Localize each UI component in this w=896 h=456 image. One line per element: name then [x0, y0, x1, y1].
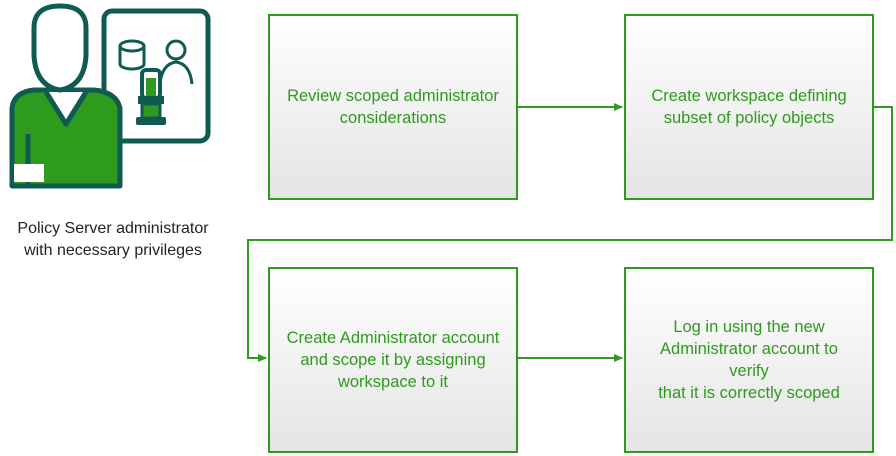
person-head	[31, 3, 89, 93]
step-review-considerations: Review scoped administrator consideratio…	[268, 14, 518, 200]
administrator-person-icon	[9, 3, 211, 189]
step-2-text: Create workspace defining subset of poli…	[651, 87, 847, 127]
database-icon	[118, 39, 146, 71]
person-body	[9, 87, 123, 189]
step-create-workspace: Create workspace defining subset of poli…	[624, 14, 874, 200]
small-user-icon	[158, 39, 194, 85]
step-4-text: Log in using the new Administrator accou…	[658, 318, 840, 402]
step-log-in-verify: Log in using the new Administrator accou…	[624, 267, 874, 453]
step-create-admin-account: Create Administrator account and scope i…	[268, 267, 518, 453]
actor-label: Policy Server administrator with necessa…	[17, 220, 209, 259]
step-3-text: Create Administrator account and scope i…	[286, 329, 500, 391]
step-1-text: Review scoped administrator consideratio…	[287, 87, 499, 127]
lock-stand-icon	[136, 68, 166, 125]
